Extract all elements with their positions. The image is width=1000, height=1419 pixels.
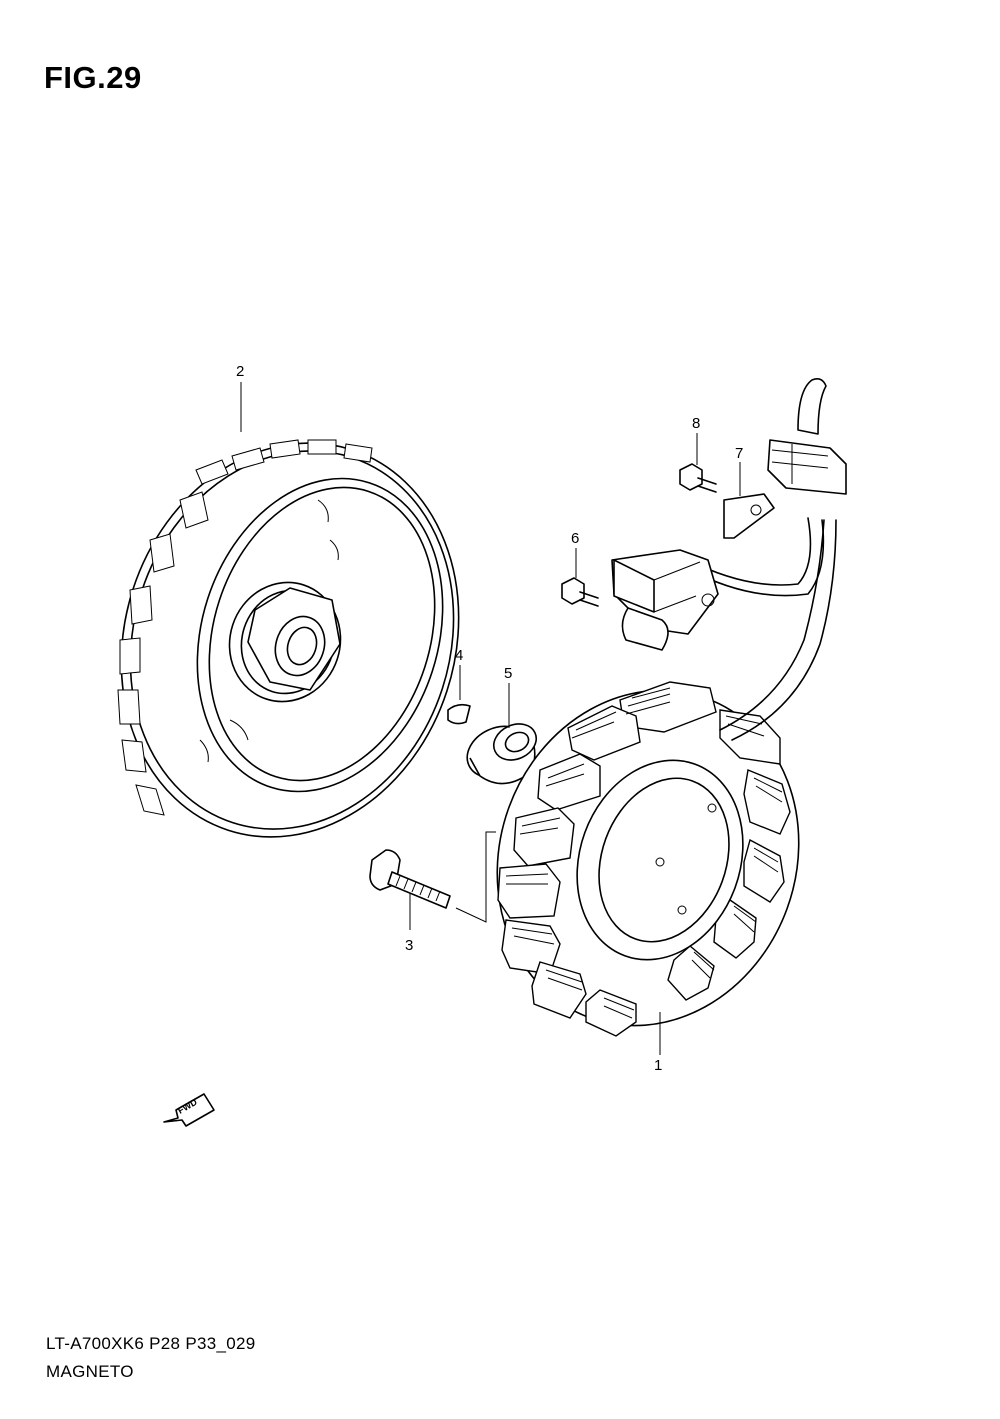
- drawing-code: LT-A700XK6 P28 P33_029: [46, 1334, 256, 1353]
- screw-8-part: [679, 463, 717, 493]
- callout-1: 1: [654, 1057, 662, 1074]
- clamp-7-part: [723, 493, 775, 539]
- callout-3: 3: [405, 937, 413, 954]
- bolt-location-bracket: [455, 831, 496, 923]
- bolt-part: [369, 849, 451, 909]
- callout-6: 6: [571, 530, 579, 547]
- section-name: MAGNETO: [46, 1362, 134, 1381]
- spacer-part: [466, 723, 537, 785]
- pickup-coil-part: [611, 549, 719, 651]
- callout-7: 7: [735, 445, 743, 462]
- fwd-arrow-icon: FWD: [163, 1093, 215, 1127]
- stator-part: [496, 681, 800, 1037]
- key-part: [447, 703, 471, 725]
- callout-8: 8: [692, 415, 700, 432]
- callout-5: 5: [504, 665, 512, 682]
- wiring-harness: [687, 378, 847, 741]
- screw-6-part: [561, 577, 599, 607]
- rotor-part: [117, 439, 460, 838]
- figure-title: FIG.29: [44, 60, 142, 95]
- callout-4: 4: [455, 647, 463, 664]
- callout-2: 2: [236, 363, 244, 380]
